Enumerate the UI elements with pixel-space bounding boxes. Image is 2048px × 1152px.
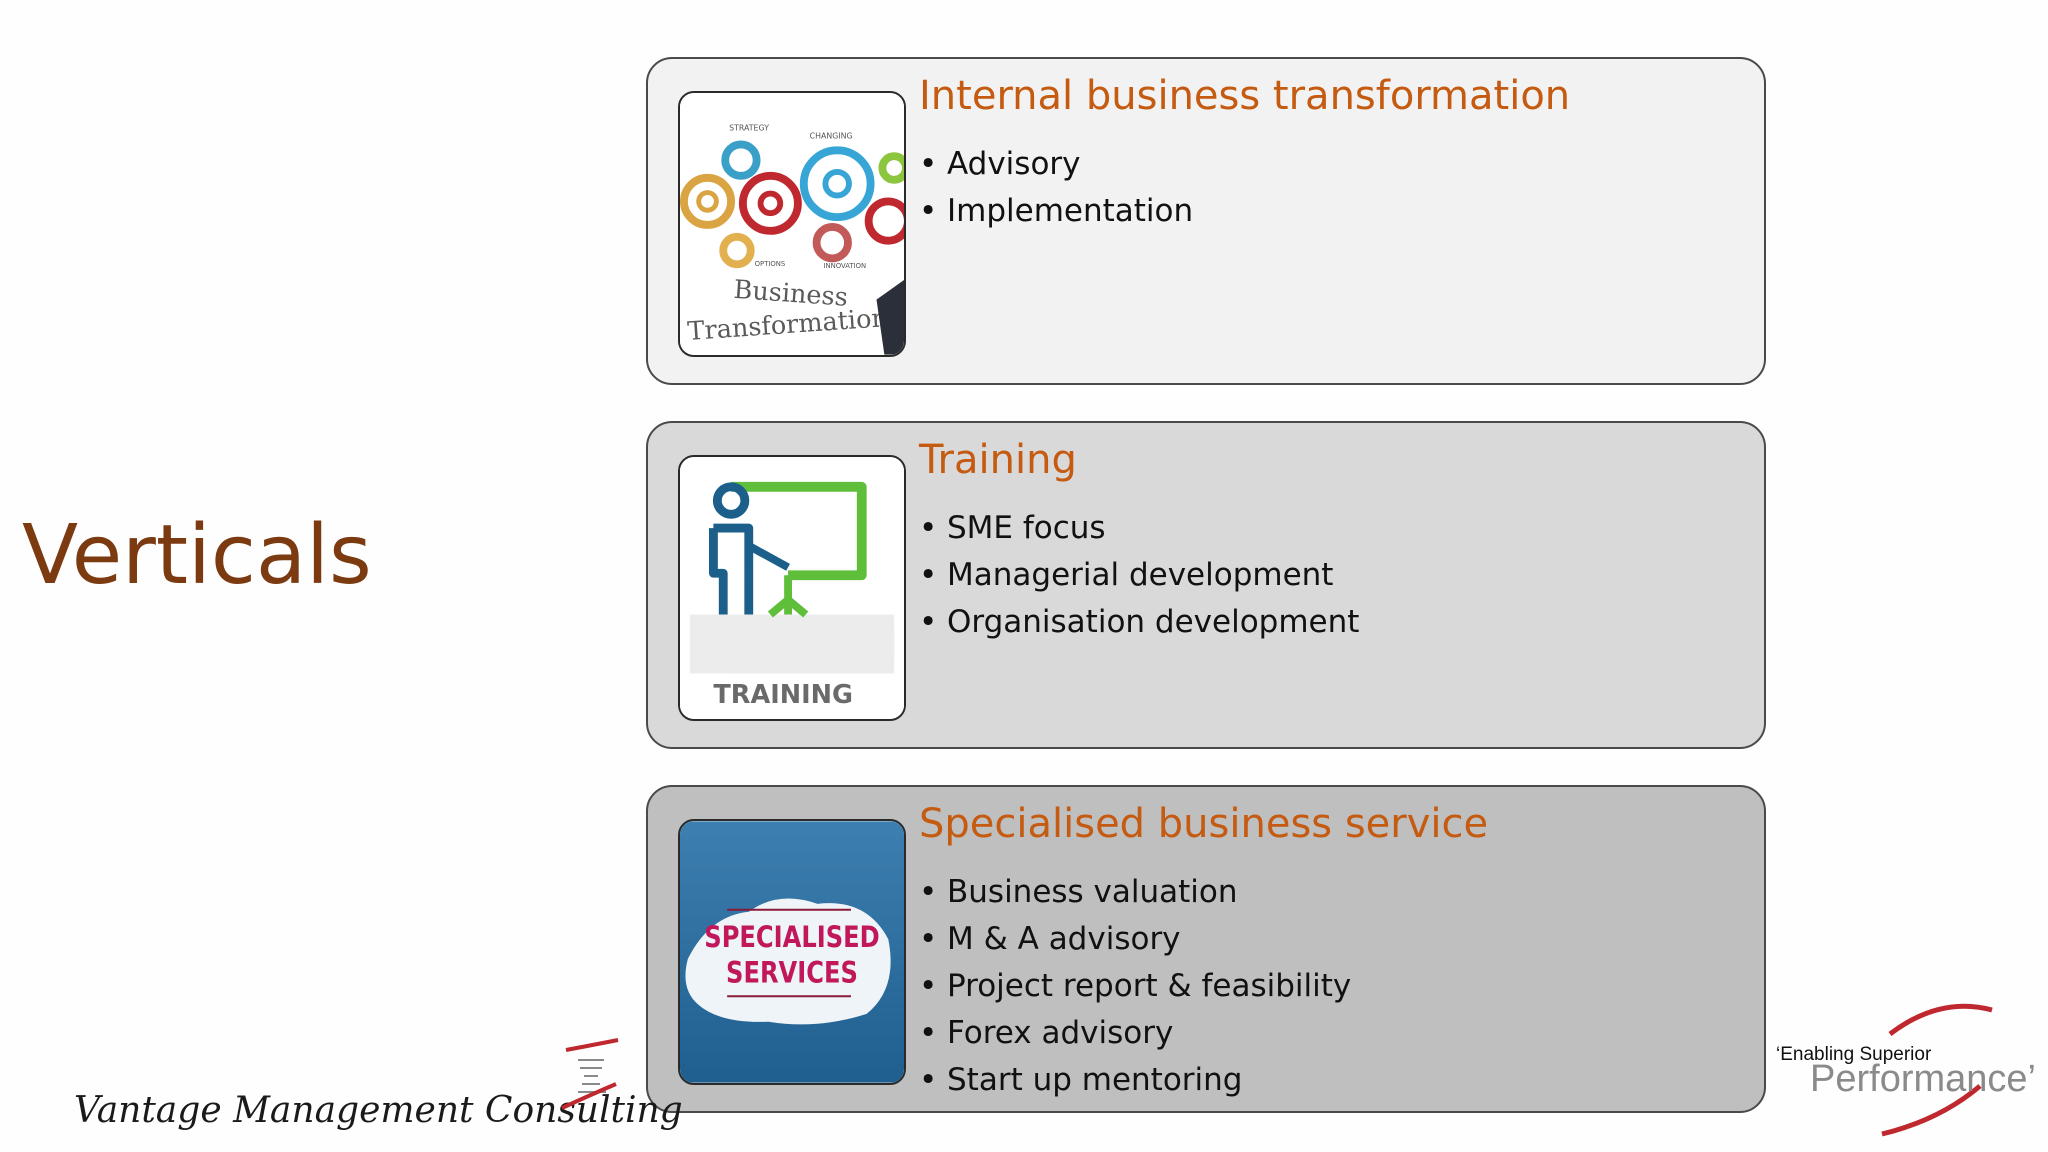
tagline-logo: ‘Enabling Superior Performance’ (1770, 1000, 2040, 1140)
bullet-item: •Managerial development (919, 557, 1334, 593)
vertical-card-transformation: STRATEGY CHANGING OPTIONS INNOVATION Bus… (646, 57, 1766, 385)
bullet-item: •Start up mentoring (919, 1062, 1243, 1098)
bullet-item: •Advisory (919, 146, 1081, 182)
vertical-card-training: TRAINING Training •SME focus •Managerial… (646, 421, 1766, 749)
tagline-small-text: ‘Enabling Superior (1776, 1044, 1932, 1065)
specialised-services-image: SPECIALISED SERVICES (678, 819, 906, 1085)
logo-mark-icon (561, 1038, 619, 1110)
specialised-caption-line1: SPECIALISED (704, 921, 879, 955)
bullet-item: •Organisation development (919, 604, 1360, 640)
business-transformation-image: STRATEGY CHANGING OPTIONS INNOVATION Bus… (678, 91, 906, 357)
vertical-heading: Training (919, 437, 1077, 483)
svg-text:CHANGING: CHANGING (810, 132, 853, 141)
vertical-bullet-list: •Advisory •Implementation (919, 141, 1193, 235)
vertical-card-specialised: SPECIALISED SERVICES Specialised busines… (646, 785, 1766, 1113)
company-logo-text: Vantage Management Consulting (74, 1090, 683, 1131)
bullet-item: •Project report & feasibility (919, 968, 1352, 1004)
vertical-heading: Internal business transformation (919, 73, 1571, 119)
svg-text:OPTIONS: OPTIONS (755, 260, 786, 268)
vertical-bullet-list: •Business valuation •M & A advisory •Pro… (919, 869, 1351, 1104)
vertical-bullet-list: •SME focus •Managerial development •Orga… (919, 505, 1359, 646)
tagline-big-text: Performance’ (1810, 1058, 2036, 1100)
slide-title: Verticals (22, 508, 372, 603)
gears-icon: STRATEGY CHANGING OPTIONS INNOVATION Bus… (680, 93, 904, 355)
vertical-heading: Specialised business service (919, 801, 1489, 847)
swoosh-icon (1881, 1003, 1993, 1137)
bullet-item: •M & A advisory (919, 921, 1181, 957)
training-caption: TRAINING (713, 680, 853, 710)
bullet-item: •Forex advisory (919, 1015, 1174, 1051)
bullet-item: •Implementation (919, 193, 1194, 229)
bullet-item: •SME focus (919, 510, 1106, 546)
svg-text:INNOVATION: INNOVATION (823, 262, 866, 270)
training-image: TRAINING (678, 455, 906, 721)
presenter-board-icon: TRAINING (680, 457, 904, 719)
bullet-item: •Business valuation (919, 874, 1238, 910)
specialised-caption-line2: SERVICES (726, 956, 858, 990)
company-logo: Vantage Management Consulting (74, 1038, 683, 1148)
svg-text:STRATEGY: STRATEGY (729, 124, 769, 133)
iceberg-icon: SPECIALISED SERVICES (680, 821, 904, 1083)
